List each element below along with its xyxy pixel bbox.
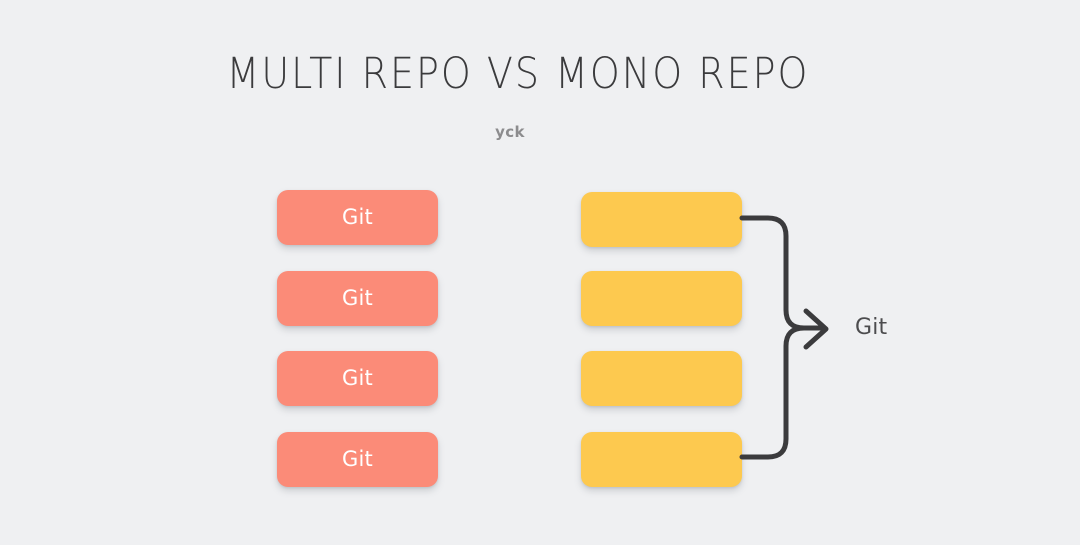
mono-repo-box[interactable] <box>581 192 742 247</box>
multi-repo-box-label: Git <box>342 447 373 471</box>
mono-repo-box[interactable] <box>581 351 742 406</box>
multi-repo-box-label: Git <box>342 366 373 390</box>
multi-repo-box[interactable]: Git <box>277 432 438 487</box>
mono-repo-box[interactable] <box>581 271 742 326</box>
mono-repo-box[interactable] <box>581 432 742 487</box>
page-subtitle: yck <box>495 123 525 141</box>
arrow-head-icon <box>803 308 829 350</box>
multi-repo-box-label: Git <box>342 286 373 310</box>
page-title: MULTI REPO VS MONO REPO <box>226 49 810 99</box>
mono-repo-output-label: Git <box>855 315 888 340</box>
multi-repo-box-label: Git <box>342 205 373 229</box>
multi-repo-box[interactable]: Git <box>277 190 438 245</box>
connector-lower-branch <box>739 325 807 460</box>
multi-repo-box[interactable]: Git <box>277 351 438 406</box>
multi-repo-box[interactable]: Git <box>277 271 438 326</box>
connector-upper-branch <box>739 215 807 331</box>
